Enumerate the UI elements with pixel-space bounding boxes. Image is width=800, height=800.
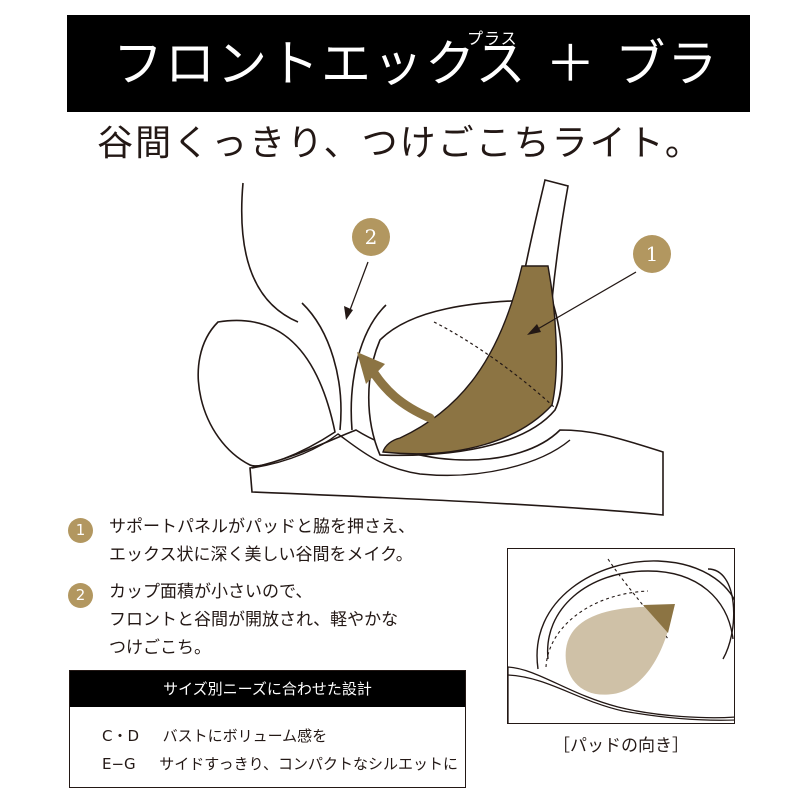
pad-shape: [565, 606, 673, 695]
pad-caption: ［パッドの向き］: [553, 736, 689, 756]
pad-cup-outer: [536, 560, 734, 670]
pad-orientation-box: [507, 548, 735, 724]
callout-1-circle: [633, 235, 671, 273]
pad-panel-corner: [643, 604, 675, 633]
title-ruby: プラス: [467, 29, 518, 48]
left-cup: [197, 319, 336, 467]
center-gore-left: [301, 302, 342, 431]
size-text: バストにボリューム感を: [162, 727, 328, 745]
size-row-eg: E−G サイドすっきり、コンパクトなシルエットに: [102, 753, 458, 775]
point-2-number: 2: [68, 583, 93, 608]
pad-diagram: [508, 558, 734, 723]
lift-arrow: [367, 365, 435, 423]
callout-1-arrowhead: [527, 324, 541, 335]
size-label: E−G: [102, 755, 136, 773]
size-row-cd: C・D バストにボリューム感を: [102, 725, 327, 747]
callout-2-arrowhead: [344, 306, 353, 320]
pad-underband: [508, 666, 734, 723]
point-2: 2 カップ面積が小さいので、 フロントと谷間が開放され、軽やかな つけごこち。: [68, 578, 398, 662]
lift-arrow-head: [357, 352, 385, 384]
cup-seam-dashed: [433, 321, 556, 409]
point-1-text: サポートパネルがパッドと脇を押さえ、 エックス状に深く美しい谷間をメイク。: [109, 517, 415, 565]
callout-1-label: 1: [646, 242, 659, 266]
title-banner: フロントエックス ＋ ブラ プラス: [67, 15, 750, 112]
center-gore-right: [350, 304, 387, 431]
bra-illustration: 2 1: [197, 179, 671, 516]
pad-side-cup: [707, 568, 734, 660]
point-1: 1 サポートパネルがパッドと脇を押さえ、 エックス状に深く美しい谷間をメイク。: [68, 513, 415, 569]
callout-2-label: 2: [365, 225, 378, 249]
callout-2-leader: [349, 261, 369, 311]
point-2-text: カップ面積が小さいので、 フロントと谷間が開放され、軽やかな つけごこち。: [109, 582, 399, 658]
size-label: C・D: [102, 727, 140, 745]
pad-dashed-seam-1: [545, 590, 649, 668]
left-strap: [240, 182, 299, 323]
pad-cup-inner: [546, 570, 734, 660]
pad-dashed-seam-2: [607, 558, 669, 640]
underband: [249, 429, 664, 516]
pad-underwire: [508, 674, 734, 721]
support-panel: [382, 265, 558, 455]
size-text: サイドすっきり、コンパクトなシルエットに: [159, 755, 459, 773]
size-design-heading: サイズ別ニーズに合わせた設計: [70, 671, 465, 707]
subtitle: 谷間くっきり、つけごこちライト。: [97, 123, 703, 164]
underwire: [251, 433, 571, 477]
product-title: フロントエックス ＋ ブラ: [113, 35, 720, 93]
callout-2-circle: [352, 218, 390, 256]
point-1-number: 1: [68, 518, 93, 543]
callout-1-leader: [535, 271, 637, 331]
size-design-box: サイズ別ニーズに合わせた設計 C・D バストにボリューム感を E−G サイドすっ…: [69, 670, 466, 788]
